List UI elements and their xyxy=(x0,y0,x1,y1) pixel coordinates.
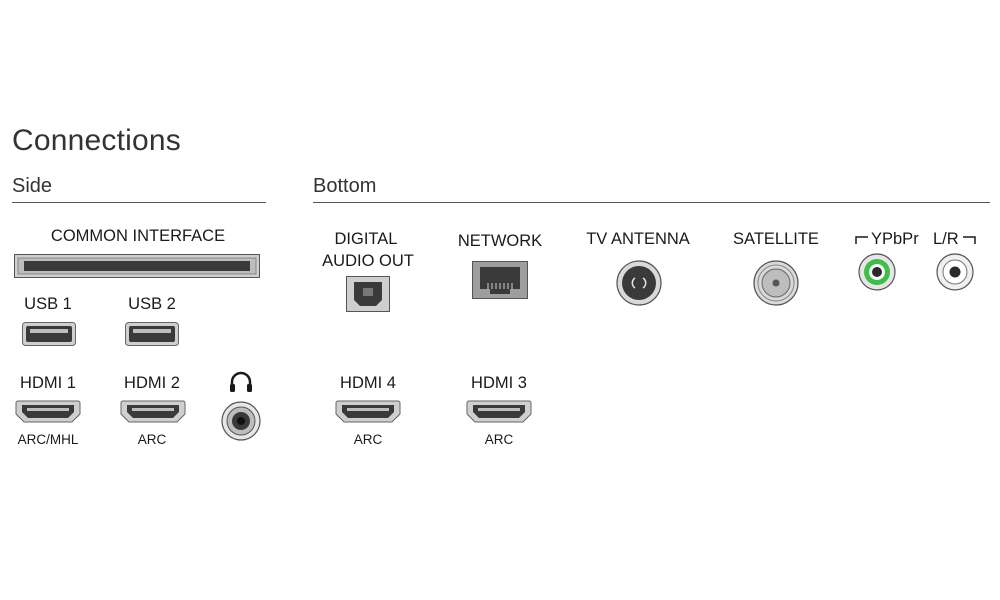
network-label: NETWORK xyxy=(457,232,543,250)
usb1-port-icon xyxy=(22,322,76,346)
hdmi3-label: HDMI 3 xyxy=(471,374,527,392)
side-divider xyxy=(12,202,266,203)
hdmi4-port-icon xyxy=(335,400,401,423)
lr-jack-icon xyxy=(936,253,974,291)
satellite-label: SATELLITE xyxy=(733,230,819,248)
common-interface-label: COMMON INTERFACE xyxy=(50,227,226,245)
hdmi1-port-icon xyxy=(15,400,81,423)
satellite-port-icon xyxy=(753,260,799,306)
digital-audio-out-label-line1: DIGITAL xyxy=(334,230,398,248)
ypbpr-jack-icon xyxy=(858,253,896,291)
usb2-port-icon xyxy=(125,322,179,346)
network-port-icon xyxy=(472,261,528,299)
hdmi1-sub-label: ARC/MHL xyxy=(17,432,79,447)
tv-antenna-label: TV ANTENNA xyxy=(586,230,690,248)
common-interface-slot xyxy=(14,254,260,278)
usb2-label: USB 2 xyxy=(128,295,176,313)
section-side-label: Side xyxy=(12,175,53,197)
headphone-jack-icon xyxy=(221,401,261,441)
hdmi3-sub-label: ARC xyxy=(484,432,514,447)
hdmi2-port-icon xyxy=(120,400,186,423)
hdmi4-sub-label: ARC xyxy=(353,432,383,447)
hdmi1-label: HDMI 1 xyxy=(20,374,76,392)
usb1-label: USB 1 xyxy=(24,295,72,313)
hdmi2-sub-label: ARC xyxy=(137,432,167,447)
lr-bracket-icon xyxy=(963,236,976,244)
lr-label: L/R xyxy=(933,230,959,248)
optical-port-icon xyxy=(346,276,390,312)
section-bottom-label: Bottom xyxy=(313,175,377,197)
ypbpr-label: YPbPr xyxy=(871,230,919,248)
bottom-divider xyxy=(313,202,990,203)
ypbpr-bracket-icon xyxy=(855,236,868,244)
tv-antenna-port-icon xyxy=(616,260,662,306)
headphone-icon xyxy=(230,371,252,392)
hdmi3-port-icon xyxy=(466,400,532,423)
hdmi4-label: HDMI 4 xyxy=(340,374,396,392)
hdmi2-label: HDMI 2 xyxy=(124,374,180,392)
page-title: Connections xyxy=(12,124,181,157)
digital-audio-out-label-line2: AUDIO OUT xyxy=(322,252,414,270)
